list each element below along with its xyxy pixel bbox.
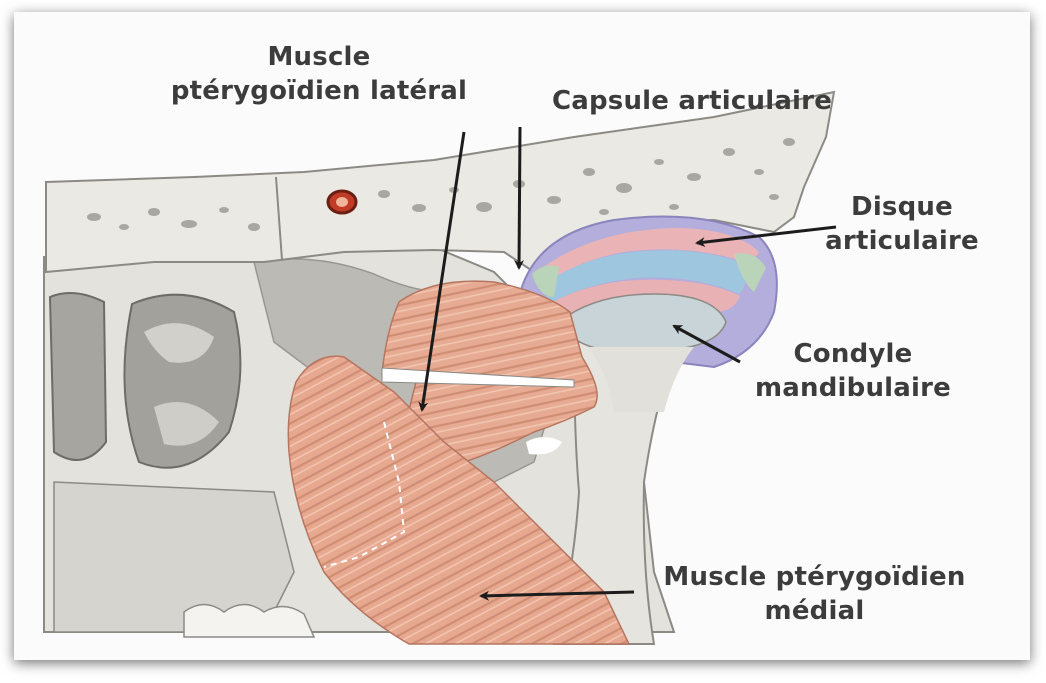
disc-lower-pink <box>549 279 740 322</box>
condyle-neck <box>589 347 694 412</box>
arrow-disc <box>695 225 837 248</box>
label-lateral-pterygoid: Muscle ptérygoïdien latéral <box>134 40 504 108</box>
label-medial-pterygoid-line2: médial <box>764 596 865 626</box>
sinus-cavity <box>154 402 219 446</box>
label-disc-line1: Disque <box>851 192 953 222</box>
tmj-anatomy-illustration <box>43 90 837 645</box>
medial-pterygoid-muscle <box>287 355 631 645</box>
label-medial-pterygoid: Muscle ptérygoïdien médial <box>622 560 1007 628</box>
vessel-lumen <box>336 197 348 207</box>
label-condyle: Condyle mandibulaire <box>728 337 978 405</box>
arrow-condyle <box>672 324 741 364</box>
disc-attachment <box>532 265 559 297</box>
label-capsule-text: Capsule articulaire <box>551 86 833 116</box>
label-medial-pterygoid-line1: Muscle ptérygoïdien <box>663 562 966 592</box>
label-condyle-line2: mandibulaire <box>754 373 952 403</box>
suture-line <box>275 176 283 261</box>
muscle-cleft <box>526 437 562 455</box>
label-lateral-pterygoid-line1: Muscle <box>267 42 371 72</box>
label-disc: Disque articulaire <box>802 190 1002 258</box>
skull-base-bone <box>45 90 836 274</box>
label-capsule: Capsule articulaire <box>517 84 867 118</box>
teeth-edge <box>183 603 316 638</box>
label-condyle-line1: Condyle <box>793 339 913 369</box>
figure-frame: Muscle ptérygoïdien latéral Capsule arti… <box>14 12 1030 660</box>
sinus-cavity <box>48 292 108 461</box>
muscle-cleft <box>381 367 575 388</box>
label-lateral-pterygoid-line2: ptérygoïdien latéral <box>170 76 468 106</box>
bone-plate <box>53 481 295 633</box>
label-disc-line2: articulaire <box>825 226 979 256</box>
muscle-dashed-outline <box>323 421 406 568</box>
articular-disc <box>544 250 746 304</box>
sinus-cavity <box>144 323 214 363</box>
arrow-lateral-pterygoid <box>418 131 466 412</box>
disc-attachment <box>734 253 766 292</box>
arrow-capsule <box>514 126 525 270</box>
arrow-medial-pterygoid <box>479 590 635 601</box>
